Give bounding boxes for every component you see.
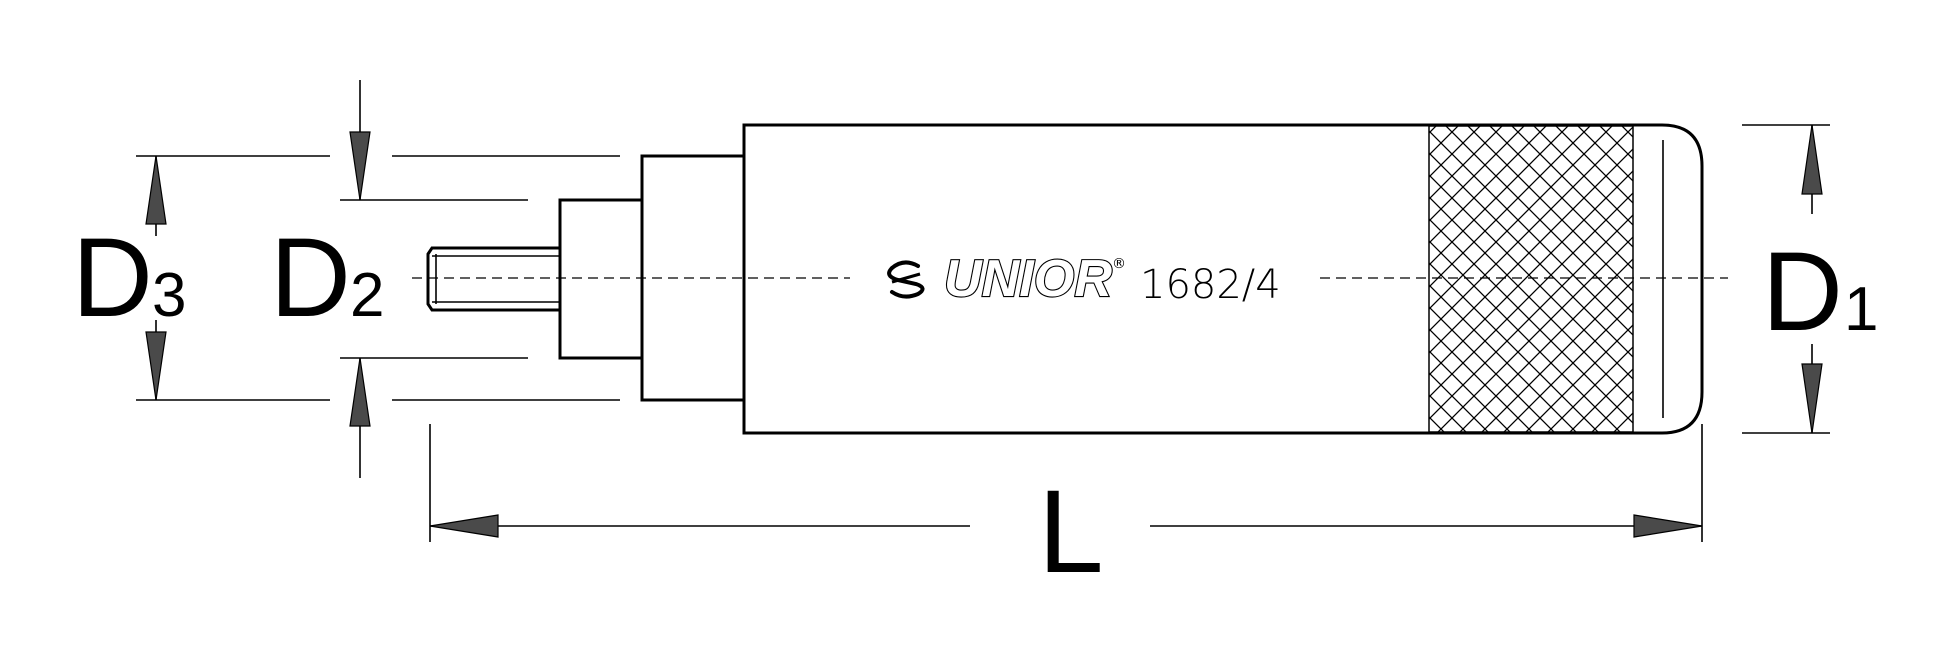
dimension-d3: D 3 bbox=[72, 155, 620, 401]
label-d2-index: 2 bbox=[350, 261, 384, 330]
arrow-d2-bottom bbox=[349, 357, 371, 427]
arrow-d1-top bbox=[1801, 124, 1823, 195]
dimension-length: L bbox=[429, 424, 1703, 598]
label-d2-letter: D bbox=[270, 215, 351, 340]
arrow-d1-bottom bbox=[1801, 363, 1823, 434]
threaded-tip bbox=[426, 246, 560, 312]
brand-name: UNIOR bbox=[944, 250, 1112, 308]
small-collar bbox=[558, 198, 644, 360]
label-d1-letter: D bbox=[1762, 229, 1843, 354]
dimension-d2: D 2 bbox=[270, 80, 528, 478]
label-length: L bbox=[1038, 466, 1104, 598]
arrow-d2-top bbox=[349, 131, 371, 201]
handle-body bbox=[742, 123, 1704, 435]
unior-logo-icon bbox=[887, 260, 925, 299]
arrow-length-left bbox=[429, 514, 499, 538]
arrow-length-right bbox=[1633, 514, 1703, 538]
model-number: 1682/4 bbox=[1140, 262, 1281, 308]
arrow-d3-bottom bbox=[145, 331, 167, 401]
knurled-grip bbox=[1428, 125, 1634, 433]
label-d3-letter: D bbox=[72, 215, 153, 340]
arrow-d3-top bbox=[145, 155, 167, 225]
label-d3-index: 3 bbox=[152, 261, 186, 330]
dimension-d1: D 1 bbox=[1742, 124, 1878, 434]
tool-outline bbox=[426, 123, 1704, 435]
tool-marking: UNIOR ® 1682/4 bbox=[887, 249, 1281, 309]
registered-mark: ® bbox=[1112, 256, 1126, 272]
label-d1-index: 1 bbox=[1844, 275, 1878, 344]
